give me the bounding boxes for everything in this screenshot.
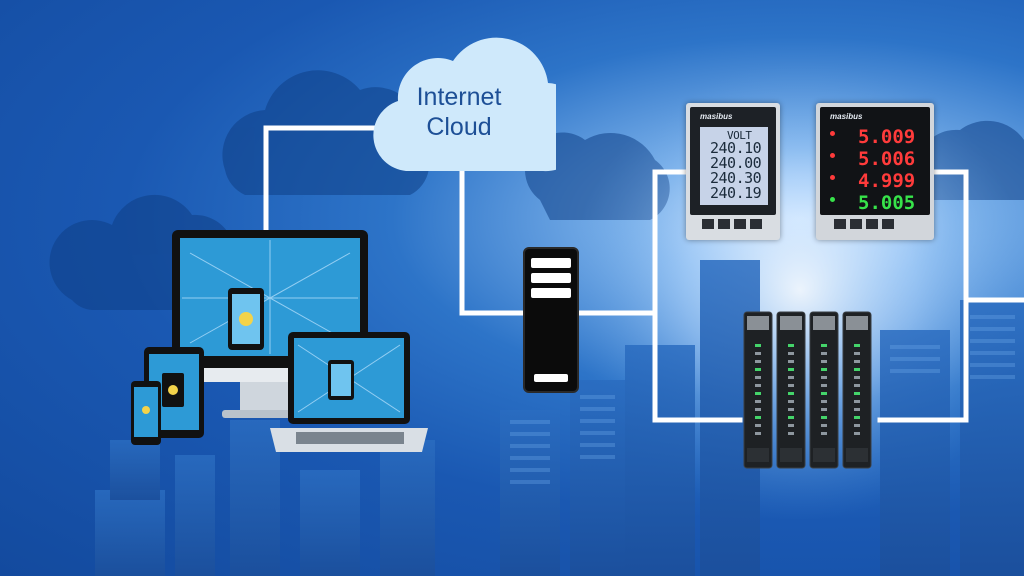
meter-lcd-buttons <box>702 219 764 229</box>
din-module-terminal <box>813 448 835 462</box>
din-module-terminal <box>780 448 802 462</box>
din-module-led <box>788 344 794 347</box>
din-module-led <box>821 408 827 411</box>
din-module-led <box>854 432 860 435</box>
din-module-led <box>788 432 794 435</box>
meter-lcd-line-2: 240.10 <box>710 139 762 157</box>
din-module-led <box>788 384 794 387</box>
din-module-led <box>755 432 761 435</box>
cloud-label-line1: Internet <box>416 83 502 111</box>
din-module-cap <box>846 316 868 330</box>
meter-led-line-1: 5.009 <box>858 126 916 148</box>
din-module-led <box>788 376 794 379</box>
din-module-led <box>821 384 827 387</box>
din-module-led <box>788 416 794 419</box>
meter-led-buttons <box>834 219 896 229</box>
din-module-led <box>821 344 827 347</box>
din-module-led <box>755 400 761 403</box>
din-module-led <box>821 400 827 403</box>
din-module-led <box>788 424 794 427</box>
din-module-led <box>854 424 860 427</box>
meter-lcd-line-1: VOLT <box>727 129 752 142</box>
din-rail-module-icon <box>743 311 872 469</box>
meter-lcd-line-4: 240.30 <box>710 169 762 187</box>
cloud-icon <box>373 37 556 172</box>
din-module-led <box>854 384 860 387</box>
meter-lcd-brand: masibus <box>700 112 733 121</box>
din-module-led <box>821 424 827 427</box>
din-module-led <box>755 360 761 363</box>
din-module-body <box>809 311 839 469</box>
din-module-led <box>821 360 827 363</box>
din-module-led <box>755 392 761 395</box>
din-module-led <box>854 344 860 347</box>
din-module-led <box>788 368 794 371</box>
din-module-led <box>755 344 761 347</box>
din-module-led <box>854 408 860 411</box>
cloud-label-line2: Cloud <box>426 113 492 141</box>
din-module-body <box>842 311 872 469</box>
skyline-windows <box>510 315 1015 484</box>
server-icon <box>523 247 579 393</box>
din-module-led <box>854 392 860 395</box>
panel-meter-icon: masibus 5.009 5.006 4.999 5.005 <box>816 103 934 240</box>
din-module-led <box>788 352 794 355</box>
meter-lcd-line-3: 240.00 <box>710 154 762 172</box>
din-module-led <box>821 352 827 355</box>
din-module-led <box>854 416 860 419</box>
din-module-cap <box>747 316 769 330</box>
din-module-led <box>788 408 794 411</box>
din-module-led <box>854 352 860 355</box>
laptop-icon <box>270 332 428 452</box>
din-module-led <box>821 392 827 395</box>
din-module-led <box>854 376 860 379</box>
din-module-led <box>821 376 827 379</box>
cloud-label: Internet Cloud <box>374 82 544 142</box>
din-module-led <box>821 416 827 419</box>
din-module-led <box>755 408 761 411</box>
din-module-led <box>755 376 761 379</box>
din-module-led <box>755 424 761 427</box>
din-module-led <box>755 384 761 387</box>
din-module-led <box>854 368 860 371</box>
meter-led-line-3: 4.999 <box>858 170 916 192</box>
meter-led-brand: masibus <box>830 112 863 121</box>
din-module-led <box>788 400 794 403</box>
din-module-cap <box>780 316 802 330</box>
smartphone-icon <box>131 381 161 445</box>
panel-meter-icon: masibus VOLT 240.10 240.00 240.30 240.19 <box>686 103 780 240</box>
meter-led-line-4: 5.005 <box>858 192 916 214</box>
meter-lcd-line-5: 240.19 <box>710 184 762 202</box>
din-module-led <box>755 368 761 371</box>
din-module-led <box>788 392 794 395</box>
din-module-terminal <box>747 448 769 462</box>
meter-led-indicators <box>830 131 836 202</box>
meter-led-line-2: 5.006 <box>858 148 916 170</box>
din-module-led <box>755 352 761 355</box>
din-module-body <box>776 311 806 469</box>
din-module-led <box>821 368 827 371</box>
din-module-led <box>755 416 761 419</box>
din-module-body <box>743 311 773 469</box>
din-module-led <box>788 360 794 363</box>
din-module-cap <box>813 316 835 330</box>
din-module-led <box>821 432 827 435</box>
din-module-led <box>854 400 860 403</box>
din-module-led <box>854 360 860 363</box>
din-module-terminal <box>846 448 868 462</box>
